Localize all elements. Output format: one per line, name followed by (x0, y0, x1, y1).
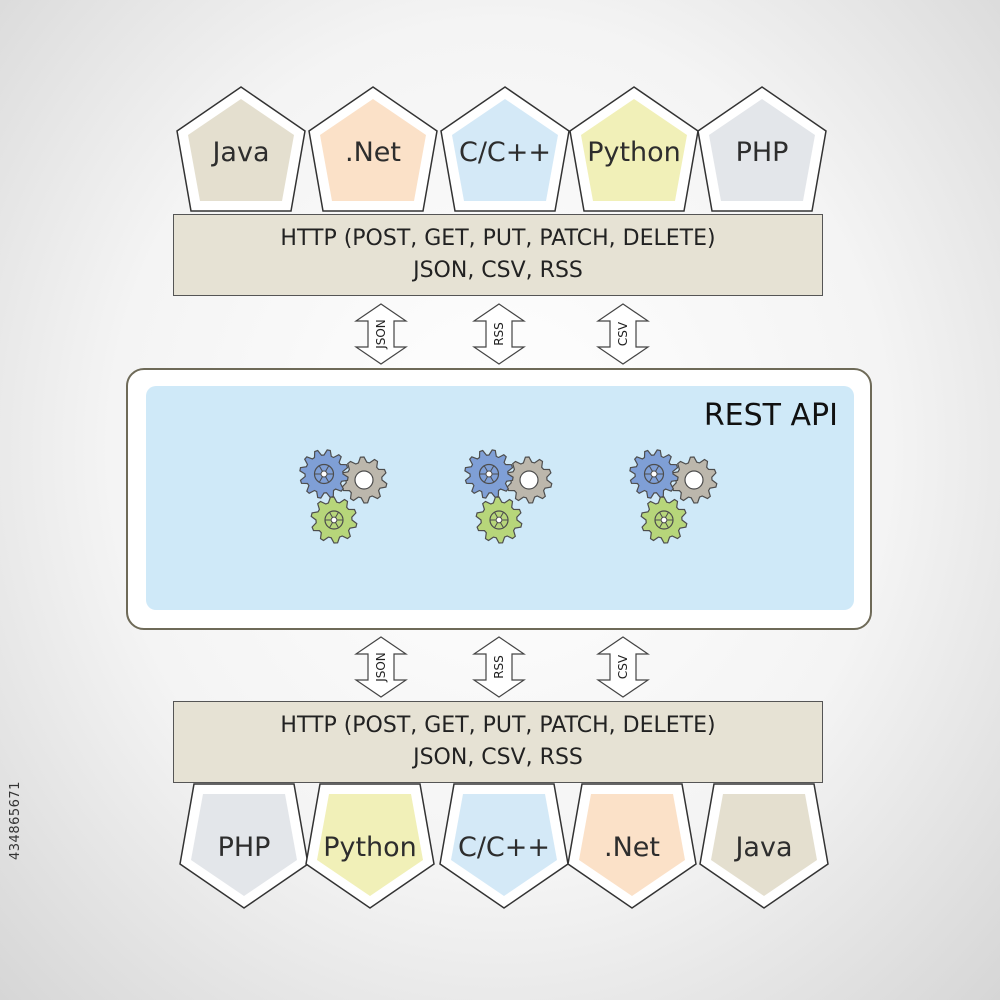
protocol-methods: HTTP (POST, GET, PUT, PATCH, DELETE) (280, 226, 716, 251)
pentagon-shape (569, 86, 699, 212)
gear-icon (505, 456, 553, 504)
rest-api-frame: REST API (126, 368, 872, 630)
protocol-formats: JSON, CSV, RSS (413, 258, 583, 283)
arrow-label: RSS (492, 655, 506, 679)
double-arrow-icon (354, 636, 408, 698)
pentagon-shape (179, 783, 309, 909)
protocol-bar-top: HTTP (POST, GET, PUT, PATCH, DELETE) JSO… (173, 214, 823, 296)
gear-icon (340, 456, 388, 504)
gears-icon (624, 448, 734, 558)
arrow-label: CSV (616, 654, 630, 680)
gear-icon (475, 496, 523, 544)
arrow-label: JSON (374, 652, 388, 682)
double-arrow-icon (472, 303, 526, 365)
pentagon-shape (305, 783, 435, 909)
pentagon-shape (176, 86, 306, 212)
language-label: PHP (217, 832, 271, 863)
language-label: C/C++ (457, 832, 551, 863)
gear-icon (464, 449, 514, 499)
gear-cluster (629, 449, 718, 544)
language-php: PHP (692, 85, 832, 215)
pentagon-shape (440, 86, 570, 212)
language-label: .Net (604, 832, 660, 863)
gear-icon (299, 449, 349, 499)
gear-icon (310, 496, 358, 544)
double-arrow-icon (596, 303, 650, 365)
double-arrow-json: JSON (354, 636, 408, 698)
language-c-cpp: C/C++ (435, 85, 575, 215)
language-label: Python (323, 832, 417, 863)
double-arrow-icon (472, 636, 526, 698)
gear-icon (629, 449, 679, 499)
rest-api-title: REST API (703, 398, 838, 433)
gear-cluster (464, 449, 553, 544)
double-arrow-icon (596, 636, 650, 698)
language-label: Java (735, 832, 793, 863)
language-label: PHP (735, 137, 789, 168)
language-dotnet: .Net (303, 85, 443, 215)
double-arrow-csv: CSV (596, 303, 650, 365)
top-language-row: Java .Net C/C++ Python PHP (0, 85, 1000, 215)
double-arrow-rss: RSS (472, 636, 526, 698)
arrow-label: JSON (374, 319, 388, 349)
arrow-label: CSV (616, 321, 630, 347)
gears-icon (294, 448, 404, 558)
double-arrow-icon (354, 303, 408, 365)
gear-icon (640, 496, 688, 544)
language-label: Java (212, 137, 270, 168)
language-java: Java (171, 85, 311, 215)
double-arrow-rss: RSS (472, 303, 526, 365)
language-label: C/C++ (458, 137, 552, 168)
arrow-label: RSS (492, 322, 506, 346)
bottom-language-row: PHP Python C/C++ .Net Java (0, 780, 1000, 910)
rest-api-panel: REST API (146, 386, 854, 610)
pentagon-shape (699, 783, 829, 909)
language-python: Python (300, 780, 440, 910)
pentagon-shape (697, 86, 827, 212)
protocol-formats: JSON, CSV, RSS (413, 745, 583, 770)
language-c-cpp: C/C++ (434, 780, 574, 910)
language-label: .Net (345, 137, 401, 168)
language-php: PHP (174, 780, 314, 910)
language-java: Java (694, 780, 834, 910)
language-dotnet: .Net (562, 780, 702, 910)
protocol-methods: HTTP (POST, GET, PUT, PATCH, DELETE) (280, 713, 716, 738)
stock-image-id: 434865671 (8, 781, 23, 860)
pentagon-shape (308, 86, 438, 212)
pentagon-shape (567, 783, 697, 909)
gears-icon (459, 448, 569, 558)
language-python: Python (564, 85, 704, 215)
language-label: Python (587, 137, 681, 168)
protocol-bar-bottom: HTTP (POST, GET, PUT, PATCH, DELETE) JSO… (173, 701, 823, 783)
double-arrow-csv: CSV (596, 636, 650, 698)
pentagon-shape (439, 783, 569, 909)
gear-cluster (299, 449, 388, 544)
double-arrow-json: JSON (354, 303, 408, 365)
